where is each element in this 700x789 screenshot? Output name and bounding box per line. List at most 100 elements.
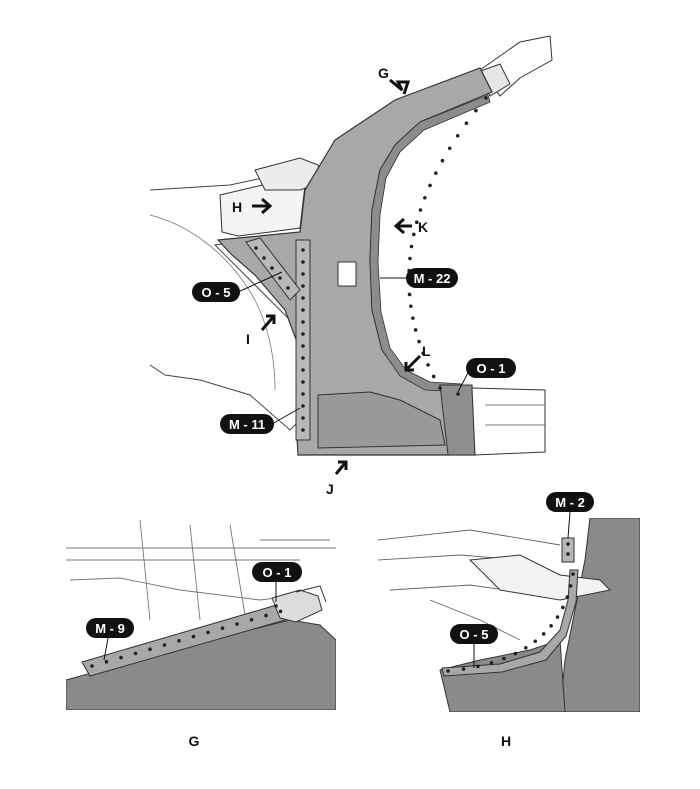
svg-text:M - 2: M - 2 <box>555 495 585 510</box>
weld-point <box>489 661 494 665</box>
weld-point <box>301 260 305 264</box>
callout-o1-main: O - 1 <box>466 358 516 378</box>
arrow-g: G <box>378 65 411 95</box>
weld-point <box>191 634 196 639</box>
weld-point <box>408 256 412 261</box>
weld-point <box>411 232 416 237</box>
detail-h-background <box>378 529 561 641</box>
main-view: G H K I L J O - 5 <box>149 35 553 497</box>
pillar-cutout <box>337 261 357 287</box>
weld-point <box>411 316 415 320</box>
weld-point <box>409 304 413 309</box>
caption-h: H <box>501 733 511 749</box>
weld-point <box>301 248 305 252</box>
weld-point <box>413 328 418 332</box>
weld-point <box>455 133 460 138</box>
svg-text:O - 5: O - 5 <box>460 627 489 642</box>
leader-m11 <box>271 407 301 425</box>
weld-point <box>423 195 427 200</box>
weld-point <box>301 284 305 288</box>
wheelhouse-inner <box>149 214 276 391</box>
weld-point <box>541 632 546 636</box>
weld-point <box>206 630 210 635</box>
weld-point <box>549 624 553 628</box>
weld-point <box>301 344 305 348</box>
main-weld-points <box>254 96 488 432</box>
callout-o5-detail-h: O - 5 <box>450 624 498 644</box>
weld-point <box>407 292 412 297</box>
weld-point <box>249 618 254 622</box>
label-i: I <box>246 331 250 347</box>
weld-point <box>417 339 421 344</box>
label-k: K <box>418 219 428 235</box>
caption-g: G <box>189 733 200 749</box>
detail-h-flange <box>441 569 579 677</box>
leader-h-m2 <box>567 511 571 539</box>
weld-point <box>434 171 438 175</box>
arrow-i: I <box>246 314 276 347</box>
side-sill <box>471 387 546 456</box>
weld-point <box>278 609 283 614</box>
weld-point <box>409 244 414 249</box>
label-h: H <box>232 199 242 215</box>
weld-point <box>262 256 266 260</box>
callout-o5: O - 5 <box>192 282 240 302</box>
weld-point <box>274 604 278 608</box>
weld-point <box>162 643 167 647</box>
weld-point <box>566 552 570 556</box>
callout-m22: M - 22 <box>406 268 458 288</box>
svg-text:M - 11: M - 11 <box>229 417 265 432</box>
detail-g-joint-edge <box>295 585 327 603</box>
weld-point <box>418 208 423 212</box>
weld-point <box>484 96 488 100</box>
weld-point <box>426 363 430 367</box>
arrow-h: H <box>232 197 273 215</box>
weld-point <box>301 308 305 312</box>
weld-point <box>254 246 258 250</box>
weld-point <box>119 655 123 660</box>
weld-point <box>301 404 305 408</box>
weld-point <box>565 595 570 599</box>
weld-point <box>428 183 432 188</box>
weld-point <box>456 392 460 396</box>
weld-point <box>461 667 466 671</box>
detail-h-weld-points <box>446 542 575 673</box>
weld-point <box>264 613 268 618</box>
weld-point <box>447 146 452 151</box>
svg-text:M - 22: M - 22 <box>414 271 451 286</box>
arrow-l: L <box>404 343 431 372</box>
weld-point <box>568 584 573 588</box>
weld-point <box>301 380 305 384</box>
weld-point <box>270 266 274 270</box>
weld-point <box>566 542 570 546</box>
weld-point <box>524 645 528 650</box>
weld-point <box>513 651 518 656</box>
weld-point <box>464 121 469 126</box>
callout-m11: M - 11 <box>220 414 274 434</box>
weld-point <box>90 664 94 668</box>
weld-point <box>555 615 560 619</box>
label-l: L <box>422 343 431 359</box>
arrow-j: J <box>326 460 348 497</box>
weld-point <box>301 428 305 432</box>
weld-point <box>104 660 109 664</box>
weld-point <box>438 386 442 390</box>
weld-point <box>301 356 305 360</box>
weld-point <box>414 220 419 225</box>
weld-point <box>220 626 225 630</box>
svg-text:O - 5: O - 5 <box>202 285 231 300</box>
weld-point <box>286 286 290 290</box>
weld-point <box>301 296 305 300</box>
weld-point <box>301 368 305 372</box>
leader-o5 <box>237 271 283 293</box>
weld-point <box>571 572 575 576</box>
weld-point <box>440 158 445 163</box>
callout-m2: M - 2 <box>546 492 594 512</box>
weld-point <box>177 639 181 643</box>
detail-g: O - 1 M - 9 G <box>66 520 336 749</box>
detail-g-joint <box>271 589 323 623</box>
weld-point <box>421 351 426 356</box>
weld-point <box>446 669 450 673</box>
detail-h-m2-tab <box>561 537 575 563</box>
